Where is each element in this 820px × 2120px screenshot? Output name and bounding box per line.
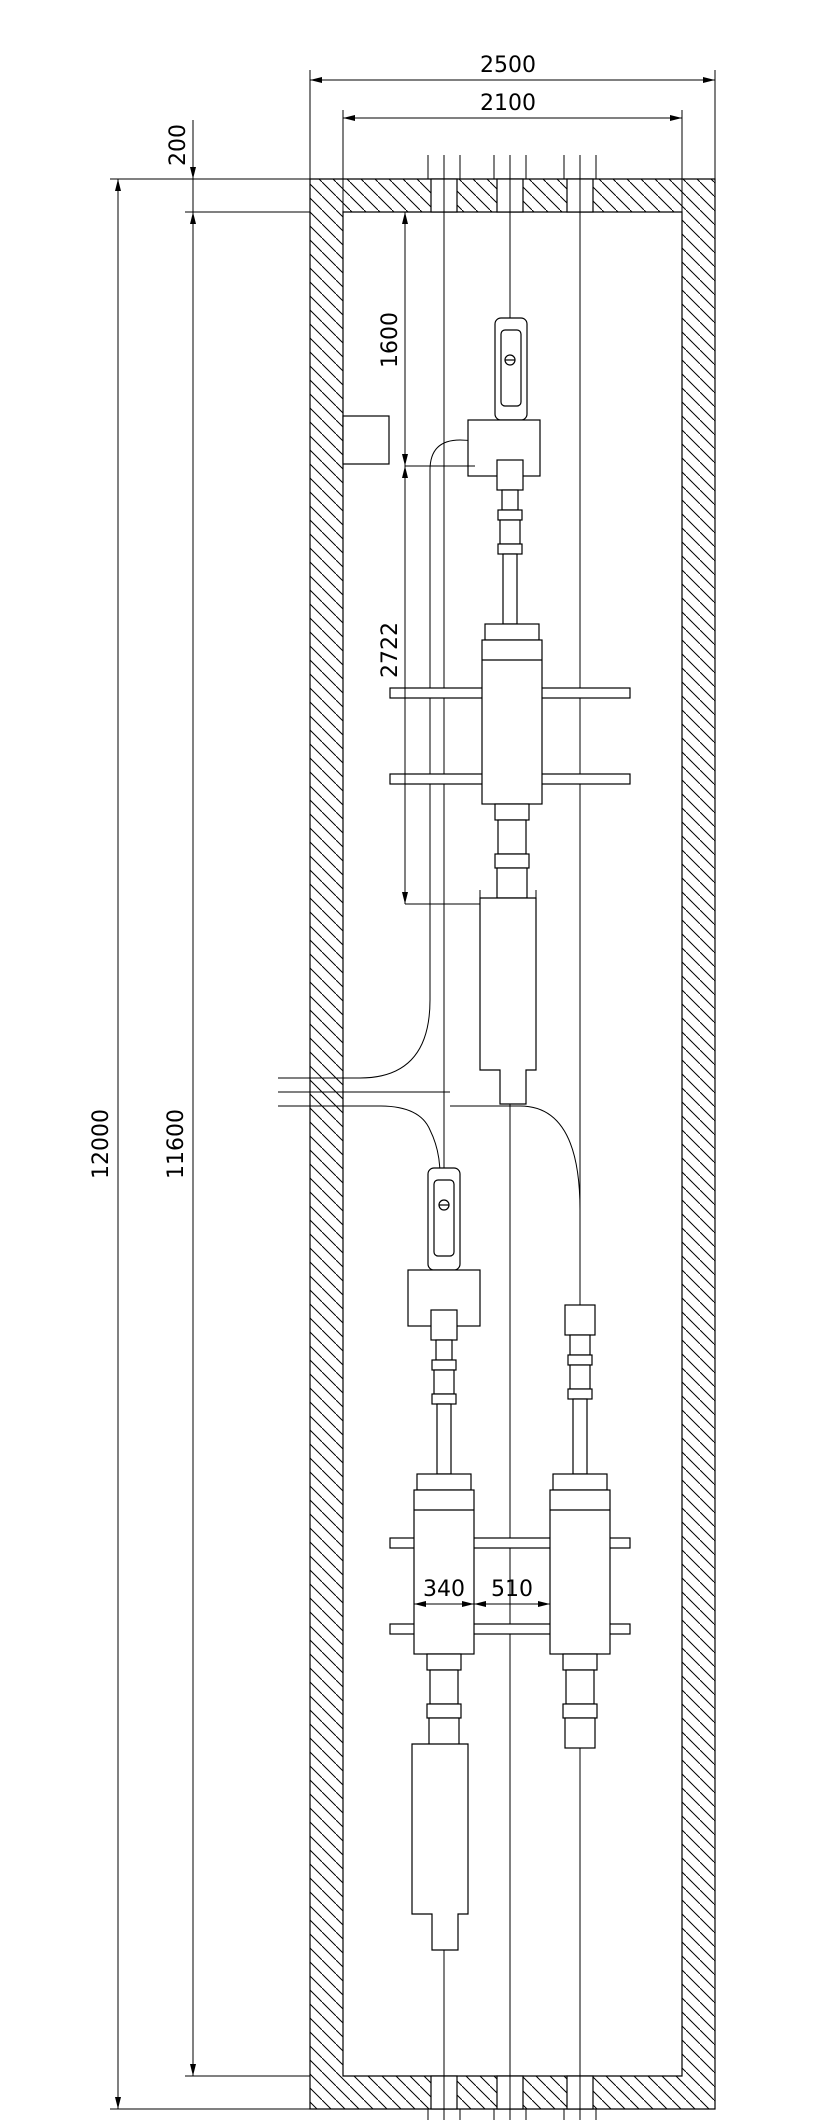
dim-pitch-a: 340 — [423, 1577, 465, 1602]
dim-inner-width: 2100 — [480, 91, 536, 116]
junction-box — [342, 415, 390, 465]
dim-outer-length: 12000 — [89, 1109, 114, 1179]
dim-outer-width: 2500 — [480, 53, 536, 78]
dim-section-a: 1600 — [378, 312, 403, 368]
dimension-lines — [110, 70, 716, 2110]
terminal-housing-lower — [411, 1743, 469, 1951]
cable-joint-lower-left — [407, 1167, 481, 1749]
terminal-housing-upper — [479, 897, 537, 1105]
dim-pitch-b: 510 — [491, 1577, 533, 1602]
cable-joint-lower-right — [549, 1304, 611, 1749]
dim-inner-length: 11600 — [164, 1109, 189, 1179]
dimension-arrows — [115, 77, 715, 2109]
dim-section-b: 2722 — [378, 622, 403, 678]
dim-wall-thickness: 200 — [166, 124, 191, 166]
cable-joint-upper — [467, 317, 543, 899]
